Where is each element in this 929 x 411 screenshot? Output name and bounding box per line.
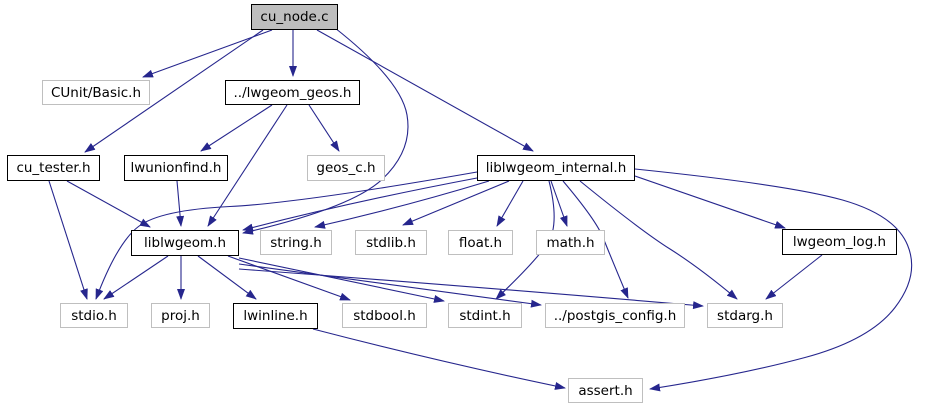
graph-node-math_h: math.h bbox=[536, 230, 605, 255]
edge-liblwgeom_h-to-lwinline_h bbox=[197, 255, 257, 300]
edge-liblwgeom_internal_h-to-float_h bbox=[496, 180, 524, 227]
edge-liblwgeom_internal_h-to-string_h bbox=[314, 180, 490, 229]
graph-node-lwgeom_geos_h[interactable]: ../lwgeom_geos.h bbox=[225, 80, 360, 105]
graph-node-stdint_h: stdint.h bbox=[448, 303, 522, 328]
edge-cu_node_c-to-liblwgeom_internal_h bbox=[316, 29, 534, 152]
edge-liblwgeom_h-to-stdbool_h bbox=[227, 255, 351, 301]
graph-node-assert_h: assert.h bbox=[568, 378, 643, 403]
graph-node-float_h: float.h bbox=[448, 230, 513, 255]
graph-node-cu_tester_h[interactable]: cu_tester.h bbox=[7, 155, 100, 181]
graph-node-stdio_h: stdio.h bbox=[60, 303, 128, 328]
edge-liblwgeom_internal_h-to-math_h bbox=[550, 180, 568, 227]
graph-node-lwgeom_log_h[interactable]: lwgeom_log.h bbox=[782, 229, 897, 255]
graph-node-geos_c_h: geos_c.h bbox=[307, 155, 385, 181]
edge-liblwgeom_internal_h-to-assert_h bbox=[634, 168, 913, 392]
edge-lwgeom_log_h-to-stdarg_h bbox=[765, 254, 823, 300]
graph-node-proj_h: proj.h bbox=[151, 303, 210, 328]
graph-node-stdbool_h: stdbool.h bbox=[342, 303, 427, 328]
edge-liblwgeom_h-to-postgis_config_h bbox=[238, 263, 542, 308]
edge-cu_node_c-to-cunit_basic_h bbox=[142, 29, 273, 78]
graph-node-liblwgeom_internal_h[interactable]: liblwgeom_internal.h bbox=[477, 155, 635, 181]
edge-lwinline_h-to-assert_h bbox=[312, 328, 566, 390]
graph-node-cunit_basic_h: CUnit/Basic.h bbox=[42, 80, 150, 105]
edge-cu_tester_h-to-stdio_h bbox=[48, 180, 88, 300]
graph-node-postgis_config_h: ../postgis_config.h bbox=[545, 303, 685, 328]
edge-liblwgeom_internal_h-to-stdlib_h bbox=[402, 180, 510, 226]
graph-node-cu_node_c: cu_node.c bbox=[251, 4, 338, 30]
graph-node-lwinline_h[interactable]: lwinline.h bbox=[233, 303, 318, 329]
graph-node-stdarg_h: stdarg.h bbox=[707, 303, 783, 328]
graph-node-string_h: string.h bbox=[260, 230, 332, 255]
edge-liblwgeom_internal_h-to-stdarg_h bbox=[579, 180, 738, 300]
edge-liblwgeom_h-to-stdint_h bbox=[238, 257, 445, 303]
edge-liblwgeom_h-to-stdarg_h bbox=[238, 268, 704, 310]
edge-lwgeom_geos_h-to-lwunionfind_h bbox=[200, 104, 273, 152]
edge-lwunionfind_h-to-liblwgeom_h bbox=[176, 180, 185, 227]
edge-liblwgeom_internal_h-to-lwgeom_log_h bbox=[634, 175, 786, 229]
edge-lwgeom_geos_h-to-geos_c_h bbox=[308, 104, 340, 152]
graph-node-stdlib_h: stdlib.h bbox=[355, 230, 427, 255]
edge-cu_node_c-to-cu_tester_h bbox=[84, 29, 264, 153]
edge-lwgeom_geos_h-to-liblwgeom_h bbox=[207, 104, 288, 227]
graph-node-lwunionfind_h[interactable]: lwunionfind.h bbox=[124, 155, 228, 181]
edge-liblwgeom_internal_h-to-liblwgeom_h bbox=[242, 177, 478, 232]
edge-liblwgeom_internal_h-to-stdio_h bbox=[95, 171, 478, 300]
edge-liblwgeom_h-to-stdio_h bbox=[103, 255, 169, 300]
graph-node-liblwgeom_h[interactable]: liblwgeom.h bbox=[131, 230, 239, 256]
edge-cu_tester_h-to-liblwgeom_h bbox=[66, 180, 151, 228]
